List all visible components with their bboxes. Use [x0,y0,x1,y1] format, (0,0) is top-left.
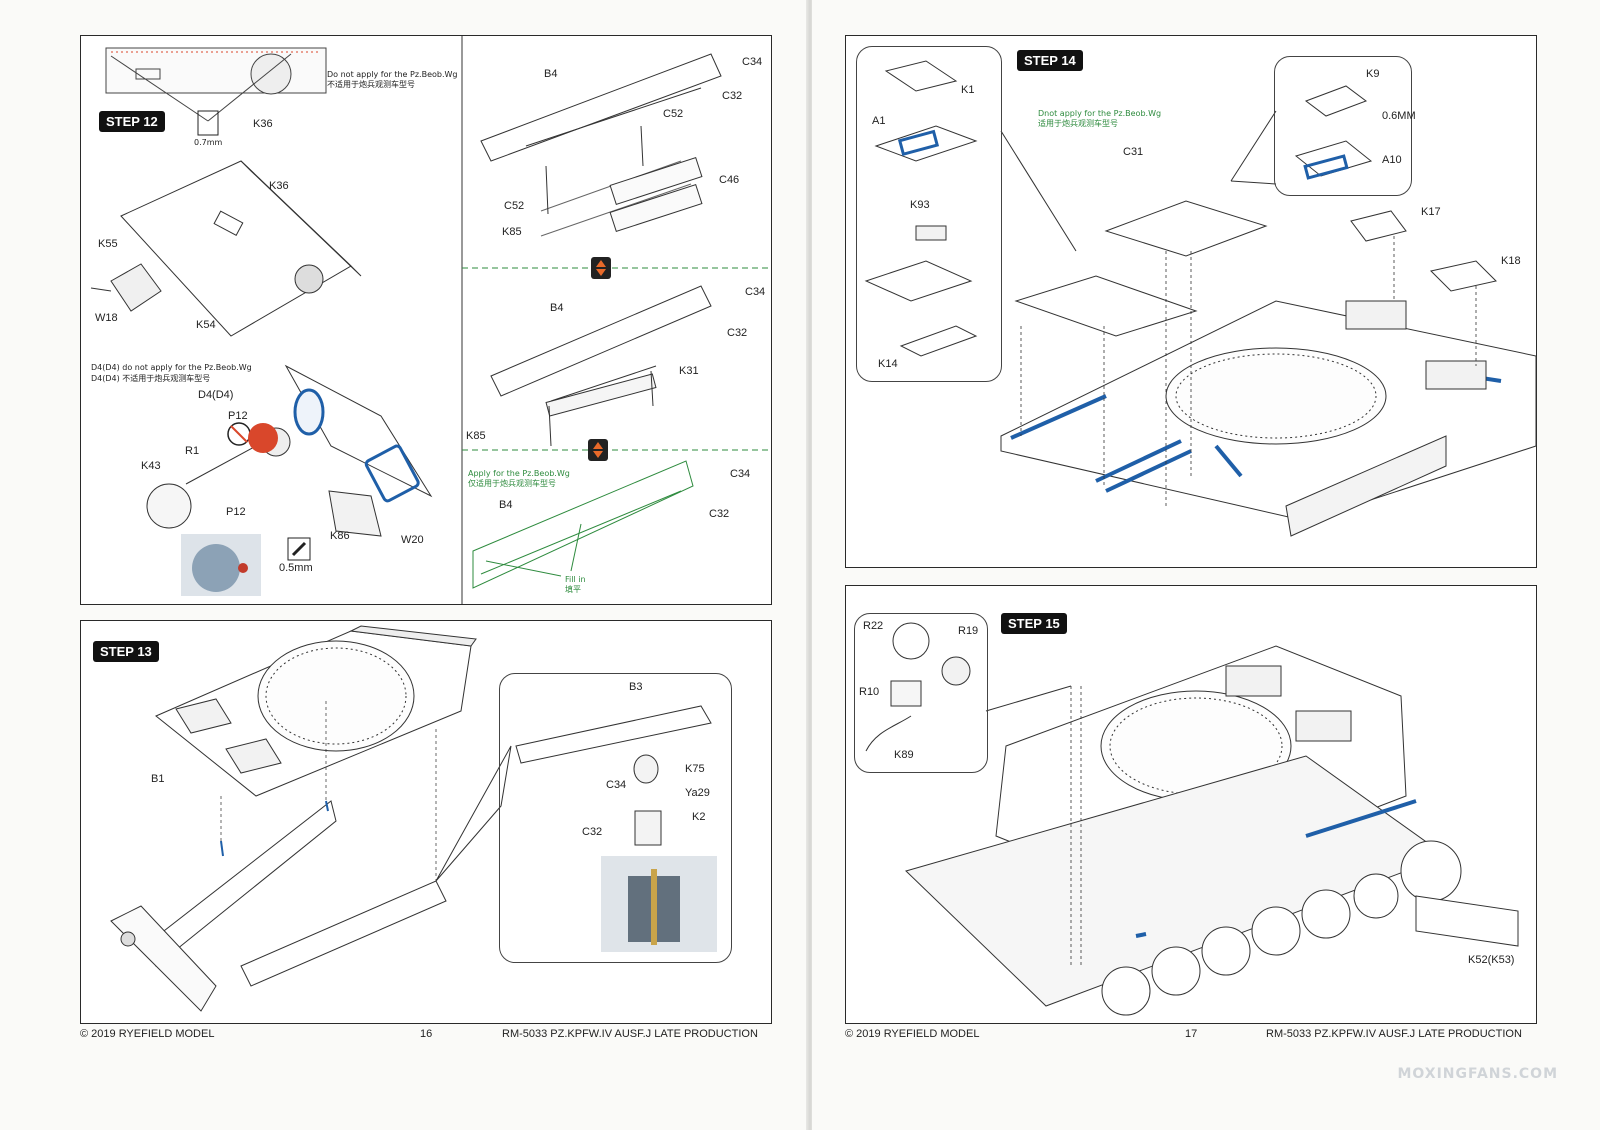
part-label-c32-bottom: C32 [709,508,730,520]
part-label-c34-mid: C34 [745,286,766,298]
part-label-k75: K75 [685,763,705,775]
step12-badge: STEP 12 [99,111,165,132]
step14-left-inset [856,46,1002,382]
part-label-w18: W18 [95,312,118,324]
step12-note-no-beob-en: Do not apply for the Pz.Beob.Wg [327,70,458,79]
part-label-a1: A1 [872,115,886,127]
part-label-c52-a: C52 [663,108,684,120]
part-label-w20: W20 [401,534,424,546]
part-label-r1: R1 [185,445,200,457]
part-label-k1: K1 [961,84,975,96]
part-label-c46: C46 [719,174,740,186]
step15-panel: STEP 15 R22 R19 R10 K89 K52(K53) [845,585,1537,1024]
part-label-k14: K14 [878,358,898,370]
step14-note-en: Dnot apply for the Pz.Beob.Wg [1038,109,1162,118]
part-label-c52-b: C52 [504,200,525,212]
left-footer-product: RM-5033 PZ.KPFW.IV AUSF.J LATE PRODUCTIO… [502,1028,758,1040]
step15-detail-inset [854,613,988,773]
part-label-r22: R22 [863,620,884,632]
step15-illustration [865,622,1519,1016]
part-label-k31: K31 [679,365,699,377]
part-label-k18: K18 [1501,255,1521,267]
fill-in-note-en: Fill in [565,575,586,584]
step12-note-d4-cn: D4(D4) 不适用于炮兵观测车型号 [91,374,211,383]
part-label-c34-top: C34 [742,56,763,68]
step12-note-no-beob-cn: 不适用于炮兵观测车型号 [327,80,415,89]
part-label-k55: K55 [98,238,118,250]
part-label-p12-render: P12 [226,506,246,518]
fill-in-note-cn: 填平 [565,585,581,594]
drill-size-label-1: 0.7mm [194,138,223,147]
part-label-b1: B1 [151,773,165,785]
part-label-c34: C34 [606,779,627,791]
part-label-k43: K43 [141,460,161,472]
part-label-b4-mid: B4 [550,302,564,314]
swap-option-icon-1 [591,257,611,279]
part-label-k86: K86 [330,530,350,542]
drill-size-label-2: 0.5mm [279,562,313,574]
part-label-k9: K9 [1366,68,1380,80]
step12-note-apply-en: Apply for the Pz.Beob.Wg [468,469,570,478]
drill-size-label-3: 0.6MM [1382,110,1416,122]
step12-note-apply-cn: 仅适用于炮兵观测车型号 [468,479,556,488]
part-label-r19: R19 [958,625,979,637]
step15-badge: STEP 15 [1001,613,1067,634]
step13-badge: STEP 13 [93,641,159,662]
part-label-k36: K36 [269,180,289,192]
part-label-k36-top: K36 [253,118,273,130]
step14-illustration [864,60,1537,537]
page-gutter [806,0,814,1130]
part-label-k85-top: K85 [502,226,522,238]
left-footer-copyright: © 2019 RYEFIELD MODEL [80,1028,215,1040]
part-label-c32-top: C32 [722,90,743,102]
step14-panel: STEP 14 Dnot apply for the Pz.Beob.Wg 适用… [845,35,1537,568]
step13-illustration [110,625,717,1012]
part-label-k93: K93 [910,199,930,211]
left-footer-page-number: 16 [420,1028,433,1040]
right-footer-copyright: © 2019 RYEFIELD MODEL [845,1028,980,1040]
right-footer-product: RM-5033 PZ.KPFW.IV AUSF.J LATE PRODUCTIO… [1266,1028,1522,1040]
part-label-c31: C31 [1123,146,1144,158]
part-label-a10: A10 [1382,154,1402,166]
step14-note-cn: 适用于炮兵观测车型号 [1038,119,1118,128]
part-label-b4-top: B4 [544,68,558,80]
part-label-k17: K17 [1421,206,1441,218]
step13-detail-inset [499,673,732,963]
part-label-c34-bottom: C34 [730,468,751,480]
part-label-b4-bottom: B4 [499,499,513,511]
site-watermark: MOXINGFANS.COM [1397,1066,1558,1082]
part-label-p12: P12 [228,410,248,422]
part-label-b3: B3 [629,681,643,693]
step12-illustration [90,36,771,604]
part-label-k85-mid: K85 [466,430,486,442]
part-label-k52-k53: K52(K53) [1468,954,1515,966]
part-label-c32: C32 [582,826,603,838]
right-footer-page-number: 17 [1185,1028,1198,1040]
part-label-r10: R10 [859,686,880,698]
part-label-k89: K89 [894,749,914,761]
step14-right-inset [1274,56,1412,196]
part-label-k2: K2 [692,811,706,823]
step14-badge: STEP 14 [1017,50,1083,71]
part-label-d4: D4(D4) [198,389,234,401]
part-label-k54: K54 [196,319,216,331]
swap-option-icon-2 [588,439,608,461]
step12-panel: STEP 12 Do not apply for the Pz.Beob.Wg … [80,35,772,605]
step12-note-d4-en: D4(D4) do not apply for the Pz.Beob.Wg [91,363,252,372]
part-label-c32-mid: C32 [727,327,748,339]
part-label-ya29: Ya29 [685,787,710,799]
step13-panel: STEP 13 B1 B3 K75 C34 Ya29 C32 K2 [80,620,772,1024]
